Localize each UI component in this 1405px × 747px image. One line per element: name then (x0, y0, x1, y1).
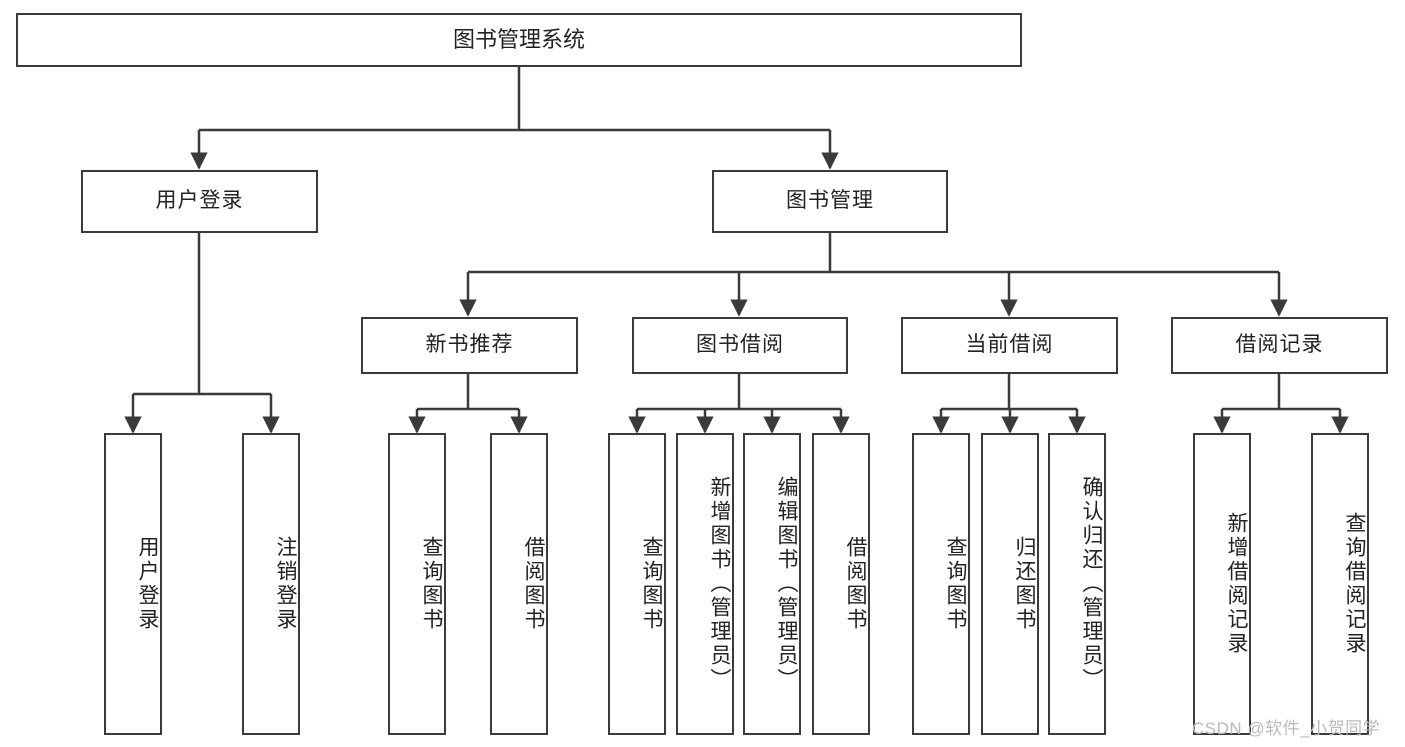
node-user-login[interactable]: 用户登录 (81, 170, 318, 233)
node-borrow-record[interactable]: 借阅记录 (1171, 317, 1388, 374)
node-label: 查询图书 (944, 536, 967, 632)
leaf-return-book[interactable]: 归还图书 (981, 433, 1039, 735)
node-label: 新书推荐 (425, 333, 514, 357)
leaf-borrow-book-2[interactable]: 借阅图书 (812, 433, 870, 735)
leaf-user-login[interactable]: 用户登录 (104, 433, 162, 735)
node-book-borrow[interactable]: 图书借阅 (632, 317, 848, 374)
node-book-manage[interactable]: 图书管理 (712, 170, 948, 233)
node-label: 归还图书 (1013, 536, 1036, 632)
leaf-add-record[interactable]: 新增借阅记录 (1193, 433, 1251, 735)
node-label: 图书管理系统 (452, 27, 585, 53)
node-label: 当前借阅 (965, 333, 1054, 357)
node-label: 借阅图书 (844, 536, 867, 632)
leaf-query-book-1[interactable]: 查询图书 (388, 433, 446, 735)
node-label: 用户登录 (136, 536, 159, 632)
leaf-query-book-2[interactable]: 查询图书 (608, 433, 666, 735)
node-label: 查询借阅记录 (1343, 512, 1366, 656)
node-label: 新增图书（管理员） (708, 476, 731, 692)
node-label: 图书管理 (786, 189, 874, 213)
node-label: 借阅记录 (1235, 333, 1324, 357)
node-label: 编辑图书（管理员） (775, 476, 798, 692)
csdn-watermark: CSDN @软件_小贺同学 (1192, 719, 1381, 738)
node-label: 确认归还（管理员） (1080, 476, 1103, 692)
leaf-query-book-3[interactable]: 查询图书 (912, 433, 970, 735)
leaf-edit-book[interactable]: 编辑图书（管理员） (743, 433, 801, 735)
node-label: 用户登录 (155, 189, 244, 213)
leaf-logout-login[interactable]: 注销登录 (242, 433, 300, 735)
node-current-borrow[interactable]: 当前借阅 (901, 317, 1118, 374)
node-label: 图书借阅 (696, 333, 784, 357)
node-label: 借阅图书 (522, 536, 545, 632)
node-root-system[interactable]: 图书管理系统 (16, 13, 1022, 67)
node-label: 注销登录 (274, 536, 297, 632)
node-label: 新增借阅记录 (1225, 512, 1248, 656)
node-label: 查询图书 (640, 536, 663, 632)
leaf-borrow-book-1[interactable]: 借阅图书 (490, 433, 548, 735)
leaf-add-book[interactable]: 新增图书（管理员） (676, 433, 734, 735)
leaf-confirm-return[interactable]: 确认归还（管理员） (1048, 433, 1106, 735)
leaf-query-record[interactable]: 查询借阅记录 (1311, 433, 1369, 735)
node-new-book-recommend[interactable]: 新书推荐 (361, 317, 578, 374)
node-label: 查询图书 (420, 536, 443, 632)
